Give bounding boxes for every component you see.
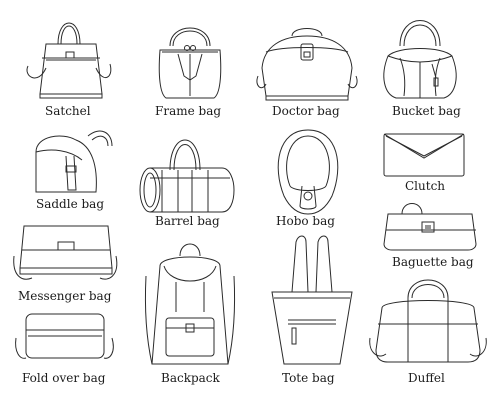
bag-label-fold-over-bag: Fold over bag bbox=[22, 371, 106, 385]
satchel-illustration bbox=[18, 6, 118, 101]
barrel-bag-illustration bbox=[130, 126, 240, 216]
bag-label-hobo-bag: Hobo bag bbox=[276, 214, 335, 228]
bag-label-duffel: Duffel bbox=[408, 371, 445, 385]
bag-label-bucket-bag: Bucket bag bbox=[392, 104, 461, 118]
bag-label-satchel: Satchel bbox=[45, 104, 91, 118]
frame-bag-illustration bbox=[140, 6, 240, 101]
backpack-illustration bbox=[140, 236, 240, 370]
clutch-illustration bbox=[380, 130, 470, 180]
bag-label-doctor-bag: Doctor bag bbox=[272, 104, 340, 118]
bag-label-frame-bag: Frame bag bbox=[155, 104, 222, 118]
bag-label-baguette-bag: Baguette bag bbox=[392, 255, 474, 269]
doctor-bag-illustration bbox=[252, 6, 362, 101]
bag-label-tote-bag: Tote bag bbox=[282, 371, 335, 385]
bucket-bag-illustration bbox=[370, 6, 470, 101]
bag-label-messenger-bag: Messenger bag bbox=[18, 289, 112, 303]
bag-label-saddle-bag: Saddle bag bbox=[36, 197, 105, 211]
bag-label-clutch: Clutch bbox=[405, 179, 446, 193]
bag-label-barrel-bag: Barrel bag bbox=[155, 214, 220, 228]
bag-label-backpack: Backpack bbox=[161, 371, 220, 385]
tote-bag-illustration bbox=[262, 232, 362, 370]
stock-id: 231039619 bbox=[2, 248, 12, 368]
fold-over-bag-illustration bbox=[12, 308, 122, 366]
hobo-bag-illustration bbox=[258, 126, 358, 216]
saddle-bag-illustration bbox=[22, 126, 122, 196]
messenger-bag-illustration bbox=[12, 222, 122, 287]
baguette-bag-illustration bbox=[382, 200, 482, 252]
duffel-illustration bbox=[368, 268, 488, 368]
